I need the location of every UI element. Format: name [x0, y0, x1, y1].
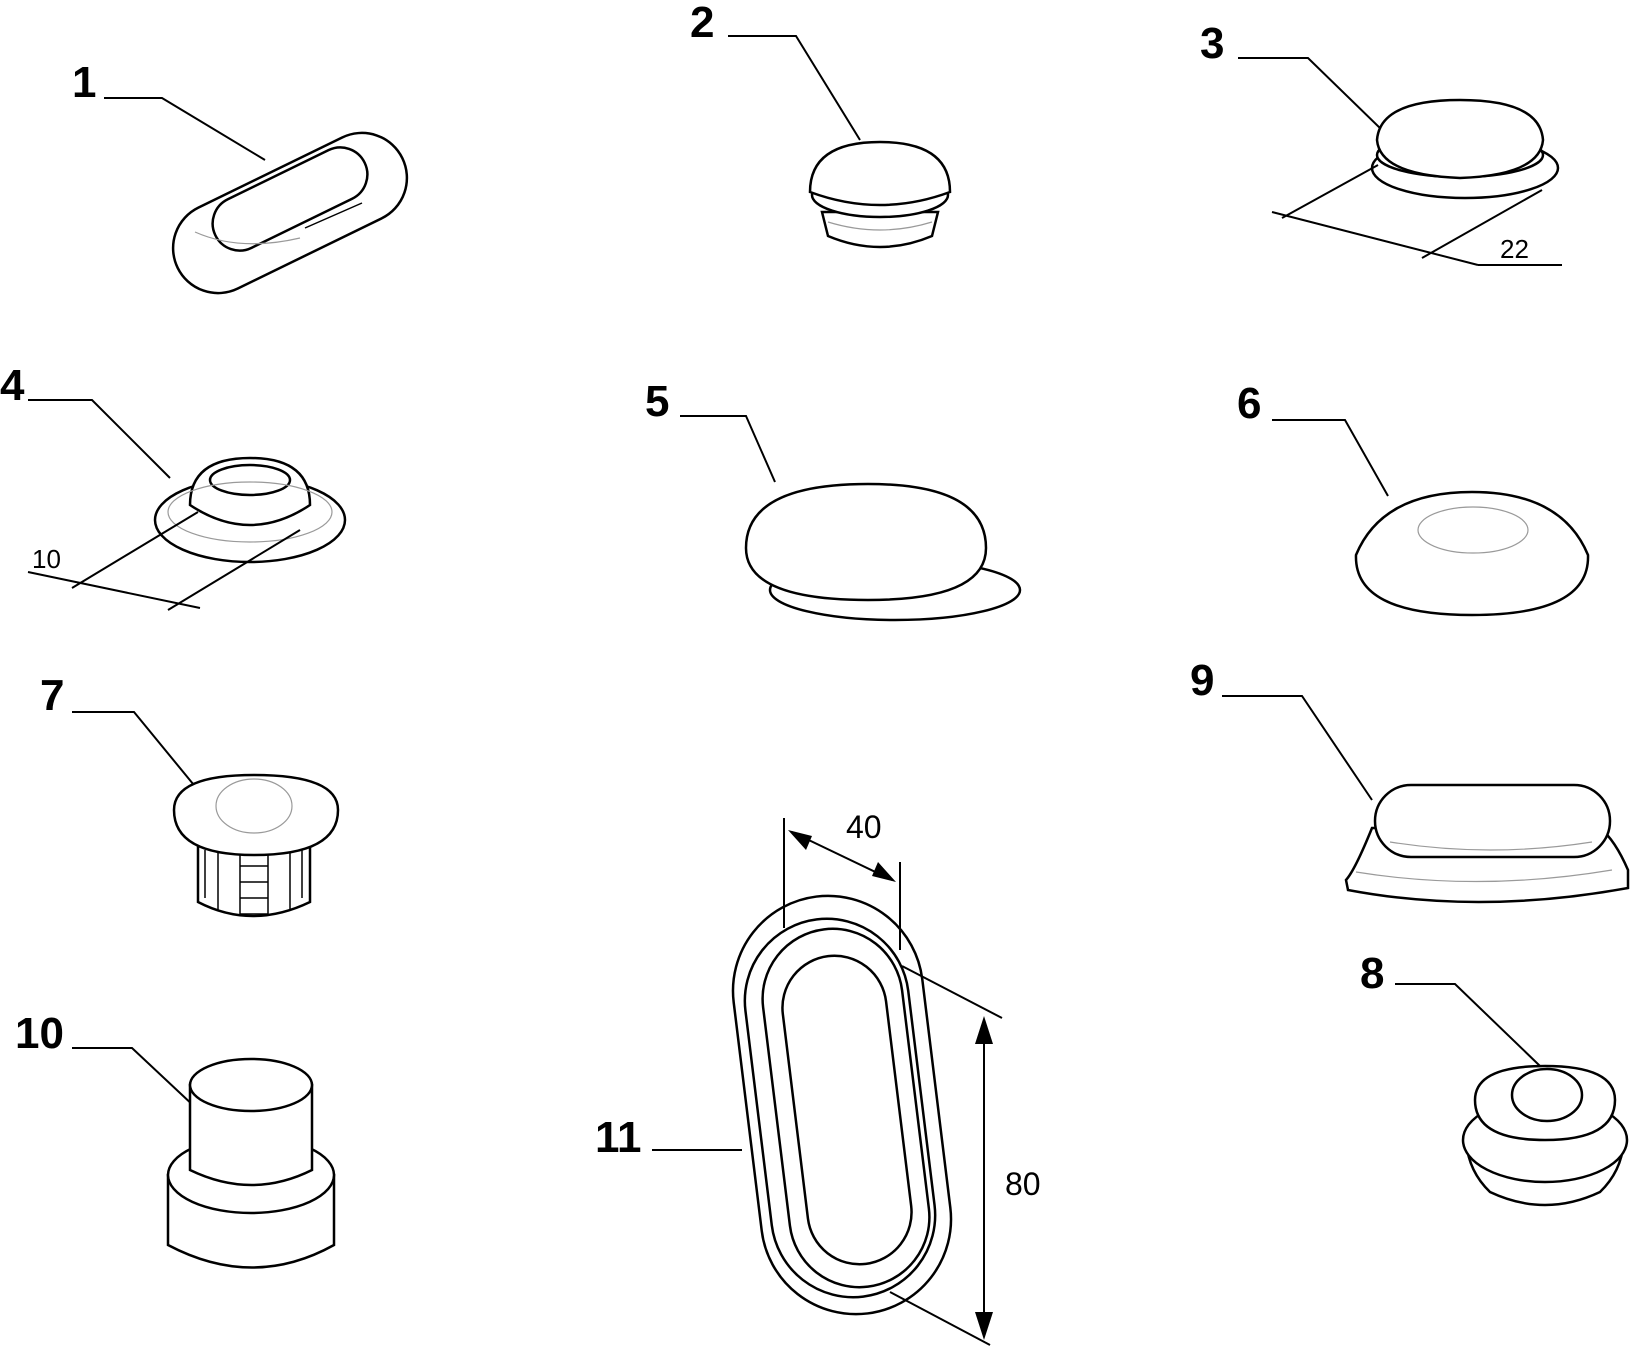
large-dome-cap-icon	[744, 482, 1022, 622]
part-5: 5	[645, 377, 1022, 622]
oval-ring-gasket-icon	[731, 894, 953, 1316]
leader-line-5	[680, 415, 776, 483]
oval-plug-icon	[171, 131, 409, 295]
arrowhead-down-icon	[975, 1312, 993, 1340]
callout-label-9: 9	[1190, 656, 1214, 705]
part-3: 3 22	[1200, 19, 1562, 266]
callout-label-10: 10	[15, 1009, 64, 1058]
leader-line-4	[28, 399, 171, 479]
leader-line-6	[1272, 419, 1389, 497]
dimension-line-3a	[1281, 164, 1379, 219]
part-8: 8	[1360, 949, 1629, 1207]
leader-line-2	[728, 35, 861, 141]
leader-line-3	[1238, 57, 1383, 131]
dimension-line-4c	[27, 571, 201, 609]
dome-cap-icon	[808, 140, 952, 249]
callout-label-8: 8	[1360, 949, 1384, 998]
dimension-label-4: 10	[32, 544, 61, 574]
shallow-dome-icon	[1354, 490, 1590, 617]
callout-label-11: 11	[595, 1113, 642, 1162]
part-10: 10	[15, 1009, 336, 1269]
dimension-extension-11c	[901, 965, 1003, 1019]
oval-grommet-icon	[1344, 783, 1630, 904]
callout-label-4: 4	[0, 361, 25, 410]
arrowhead-left-icon	[788, 830, 812, 850]
callout-label-3: 3	[1200, 19, 1224, 68]
part-7: 7	[40, 671, 340, 918]
callout-label-7: 7	[40, 671, 64, 720]
dimension-extension-11d	[889, 1291, 991, 1346]
disc-cap-icon	[1370, 98, 1560, 200]
dimension-label-80: 80	[1005, 1166, 1041, 1202]
flanged-grommet-icon	[153, 456, 347, 564]
dimension-line-4b	[167, 529, 301, 611]
dimension-line-3b	[1421, 189, 1543, 259]
part-9: 9	[1190, 656, 1630, 904]
part-1: 1	[72, 58, 409, 295]
dimension-line-4a	[71, 511, 199, 589]
part-2: 2	[690, 0, 952, 249]
leader-line-10	[72, 1047, 197, 1109]
callout-label-2: 2	[690, 0, 714, 47]
part-4: 4 10	[0, 361, 347, 611]
callout-label-1: 1	[72, 58, 96, 107]
leader-line-1	[104, 97, 266, 161]
dimension-label-3: 22	[1500, 234, 1529, 264]
dimension-label-40: 40	[846, 809, 882, 845]
leader-line-9	[1222, 695, 1373, 801]
arrowhead-up-icon	[975, 1016, 993, 1044]
leader-line-8	[1395, 983, 1541, 1067]
part-11: 11 40 80	[595, 809, 1041, 1346]
part-6: 6	[1237, 379, 1590, 617]
arrowhead-right-icon	[872, 862, 896, 882]
stepped-bung-icon	[1461, 1064, 1629, 1207]
dimension-line-3c	[1271, 211, 1479, 266]
push-in-plug-icon	[172, 773, 340, 918]
callout-label-5: 5	[645, 377, 669, 426]
callout-label-6: 6	[1237, 379, 1261, 428]
stepped-cylinder-icon	[166, 1057, 336, 1269]
leader-line-7	[72, 711, 199, 791]
